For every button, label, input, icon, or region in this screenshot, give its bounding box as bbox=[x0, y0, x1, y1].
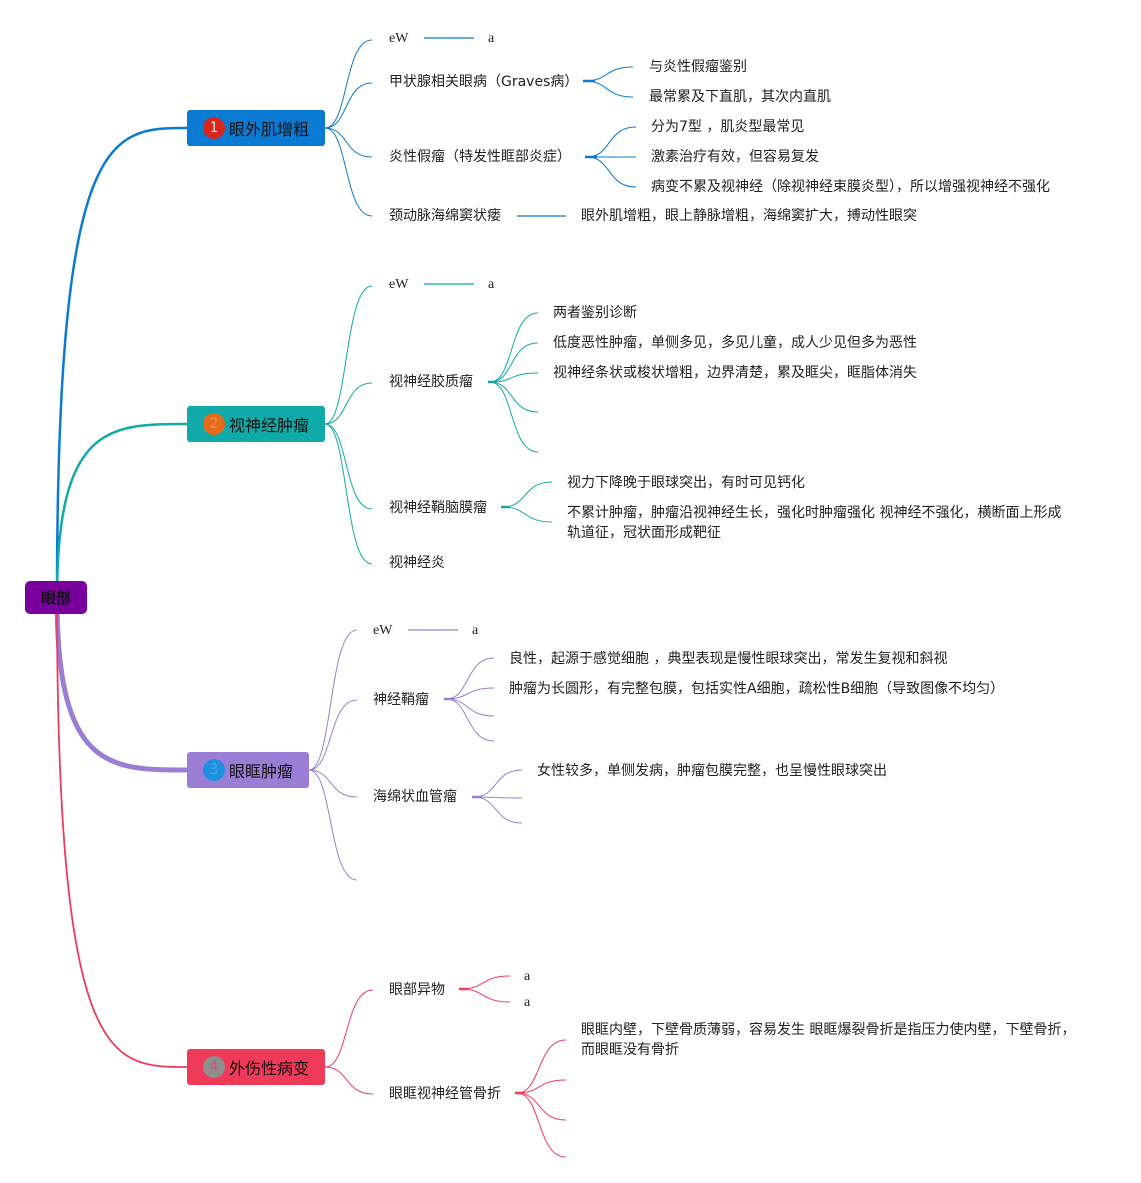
connector-line bbox=[324, 127, 373, 158]
topic-node[interactable]: 眼部异物 bbox=[389, 982, 445, 998]
topic-node[interactable]: 视神经胶质瘤 bbox=[389, 374, 473, 390]
connector-line bbox=[324, 382, 373, 425]
topic-node[interactable]: 海绵状血管瘤 bbox=[373, 789, 457, 805]
topic-node[interactable]: eW bbox=[389, 277, 409, 292]
leaf-node[interactable]: 眼眶内壁，下壁骨质薄弱，容易发生 眼眶爆裂骨折是指压力使内壁，下壁骨折，而眼眶没… bbox=[581, 1022, 1076, 1058]
connector-line bbox=[308, 769, 358, 798]
branch-node-optic-nerve-tumor[interactable]: 2 视神经肿瘤 bbox=[187, 406, 325, 442]
root-branch-connector bbox=[55, 422, 188, 599]
connector-line bbox=[489, 381, 539, 453]
leaf-node[interactable]: 病变不累及视神经（除视神经束膜炎型），所以增强视神经不强化 bbox=[651, 179, 1050, 195]
topic-node[interactable]: 神经鞘瘤 bbox=[373, 692, 429, 708]
leaf-node[interactable]: 两者鉴别诊断 bbox=[553, 305, 637, 321]
topic-node[interactable]: eW bbox=[389, 31, 409, 46]
connector-line bbox=[460, 975, 511, 990]
connector-line bbox=[324, 989, 374, 1068]
leaf-node[interactable]: 眼外肌增粗，眼上静脉增粗，海绵窦扩大，搏动性眼突 bbox=[581, 208, 917, 224]
leaf-node[interactable]: 视力下降晚于眼球突出，有时可见钙化 bbox=[567, 475, 805, 491]
connector-line bbox=[460, 988, 511, 1003]
connector-line bbox=[308, 699, 358, 771]
leaf-node[interactable]: 肿瘤为长圆形，有完整包膜，包括实性A细胞，疏松性B细胞（导致图像不均匀） bbox=[509, 681, 1005, 697]
connector-line bbox=[516, 1092, 567, 1121]
connector-line bbox=[584, 80, 634, 98]
connector-line bbox=[586, 126, 637, 158]
connector-line bbox=[308, 629, 358, 771]
leaf-node[interactable]: a bbox=[472, 623, 479, 638]
number-badge-icon: 1 bbox=[203, 117, 225, 139]
connector-line bbox=[324, 423, 373, 565]
connector-line bbox=[324, 285, 373, 425]
connector-line bbox=[586, 156, 637, 188]
connector-line bbox=[308, 769, 358, 881]
number-badge-icon: 4 bbox=[203, 1056, 225, 1078]
badge-number: 4 bbox=[209, 1059, 219, 1075]
connector-line bbox=[502, 506, 553, 523]
badge-number: 1 bbox=[209, 120, 219, 136]
leaf-node[interactable]: 分为7型 ，肌炎型最常见 bbox=[651, 119, 805, 135]
branch-node-extraocular-muscle[interactable]: 1 眼外肌增粗 bbox=[187, 110, 325, 146]
leaf-node[interactable]: a bbox=[524, 995, 531, 1010]
connector-line bbox=[445, 698, 495, 717]
leaf-node[interactable]: 视神经条状或梭状增粗，边界清楚，累及眶尖，眶脂体消失 bbox=[553, 365, 917, 381]
topic-node[interactable]: 炎性假瘤（特发性眶部炎症） bbox=[389, 149, 571, 165]
leaf-node[interactable]: 不累计肿瘤，肿瘤沿视神经生长，强化时肿瘤强化 视神经不强化，横断面上形成轨道征，… bbox=[567, 505, 1062, 541]
leaf-node[interactable]: 最常累及下直肌，其次内直肌 bbox=[649, 89, 831, 105]
topic-node[interactable]: 视神经炎 bbox=[389, 555, 445, 571]
topic-node[interactable]: 眼眶视神经管骨折 bbox=[389, 1086, 501, 1102]
branch-node-trauma[interactable]: 4 外伤性病变 bbox=[187, 1049, 325, 1085]
connector-line bbox=[324, 39, 373, 129]
branch-label: 外伤性病变 bbox=[229, 1059, 310, 1078]
connector-line bbox=[324, 1066, 374, 1095]
connector-line bbox=[516, 1039, 567, 1094]
leaf-node[interactable]: 与炎性假瘤鉴别 bbox=[649, 59, 747, 75]
connector-line bbox=[584, 66, 634, 82]
leaf-node[interactable]: 女性较多，单侧发病，肿瘤包膜完整，也呈慢性眼球突出 bbox=[537, 763, 887, 779]
branch-label: 视神经肿瘤 bbox=[229, 416, 310, 435]
branch-label: 眼外肌增粗 bbox=[229, 120, 310, 139]
badge-number: 3 bbox=[209, 762, 219, 778]
leaf-node[interactable]: 良性，起源于感觉细胞 ，典型表现是慢性眼球突出，常发生复视和斜视 bbox=[509, 651, 948, 667]
root-node[interactable]: 眼部 bbox=[25, 581, 87, 614]
connector-line bbox=[445, 698, 495, 742]
branch-label: 眼眶肿瘤 bbox=[229, 762, 294, 781]
connector-line bbox=[489, 312, 539, 383]
connector-line bbox=[473, 769, 523, 798]
connector-line bbox=[324, 127, 373, 217]
leaf-node[interactable]: 低度恶性肿瘤，单侧多见，多见儿童，成人少见但多为恶性 bbox=[553, 335, 917, 351]
number-badge-icon: 3 bbox=[203, 759, 225, 781]
leaf-node[interactable]: a bbox=[488, 31, 495, 46]
leaf-node[interactable]: a bbox=[524, 969, 531, 984]
connector-line bbox=[473, 796, 523, 824]
leaf-node[interactable]: a bbox=[488, 277, 495, 292]
root-branch-connector bbox=[54, 597, 188, 773]
connector-line bbox=[489, 381, 539, 413]
root-branch-connector bbox=[55, 126, 188, 599]
number-badge-icon: 2 bbox=[203, 413, 225, 435]
connector-line bbox=[489, 342, 539, 383]
leaf-node[interactable]: 激素治疗有效，但容易复发 bbox=[651, 149, 819, 165]
topic-node[interactable]: 颈动脉海绵窦状瘘 bbox=[389, 208, 501, 224]
connector-line bbox=[516, 1092, 567, 1158]
root-branch-connector bbox=[56, 597, 188, 1068]
branch-node-orbital-tumor[interactable]: 3 眼眶肿瘤 bbox=[187, 752, 309, 788]
connector-line bbox=[324, 423, 373, 510]
connector-line bbox=[324, 82, 373, 129]
topic-node[interactable]: 甲状腺相关眼病（Graves病） bbox=[389, 74, 579, 90]
topic-node[interactable]: 视神经鞘脑膜瘤 bbox=[389, 500, 487, 516]
connector-line bbox=[502, 481, 553, 508]
badge-number: 2 bbox=[209, 416, 219, 432]
topic-node[interactable]: eW bbox=[373, 623, 393, 638]
